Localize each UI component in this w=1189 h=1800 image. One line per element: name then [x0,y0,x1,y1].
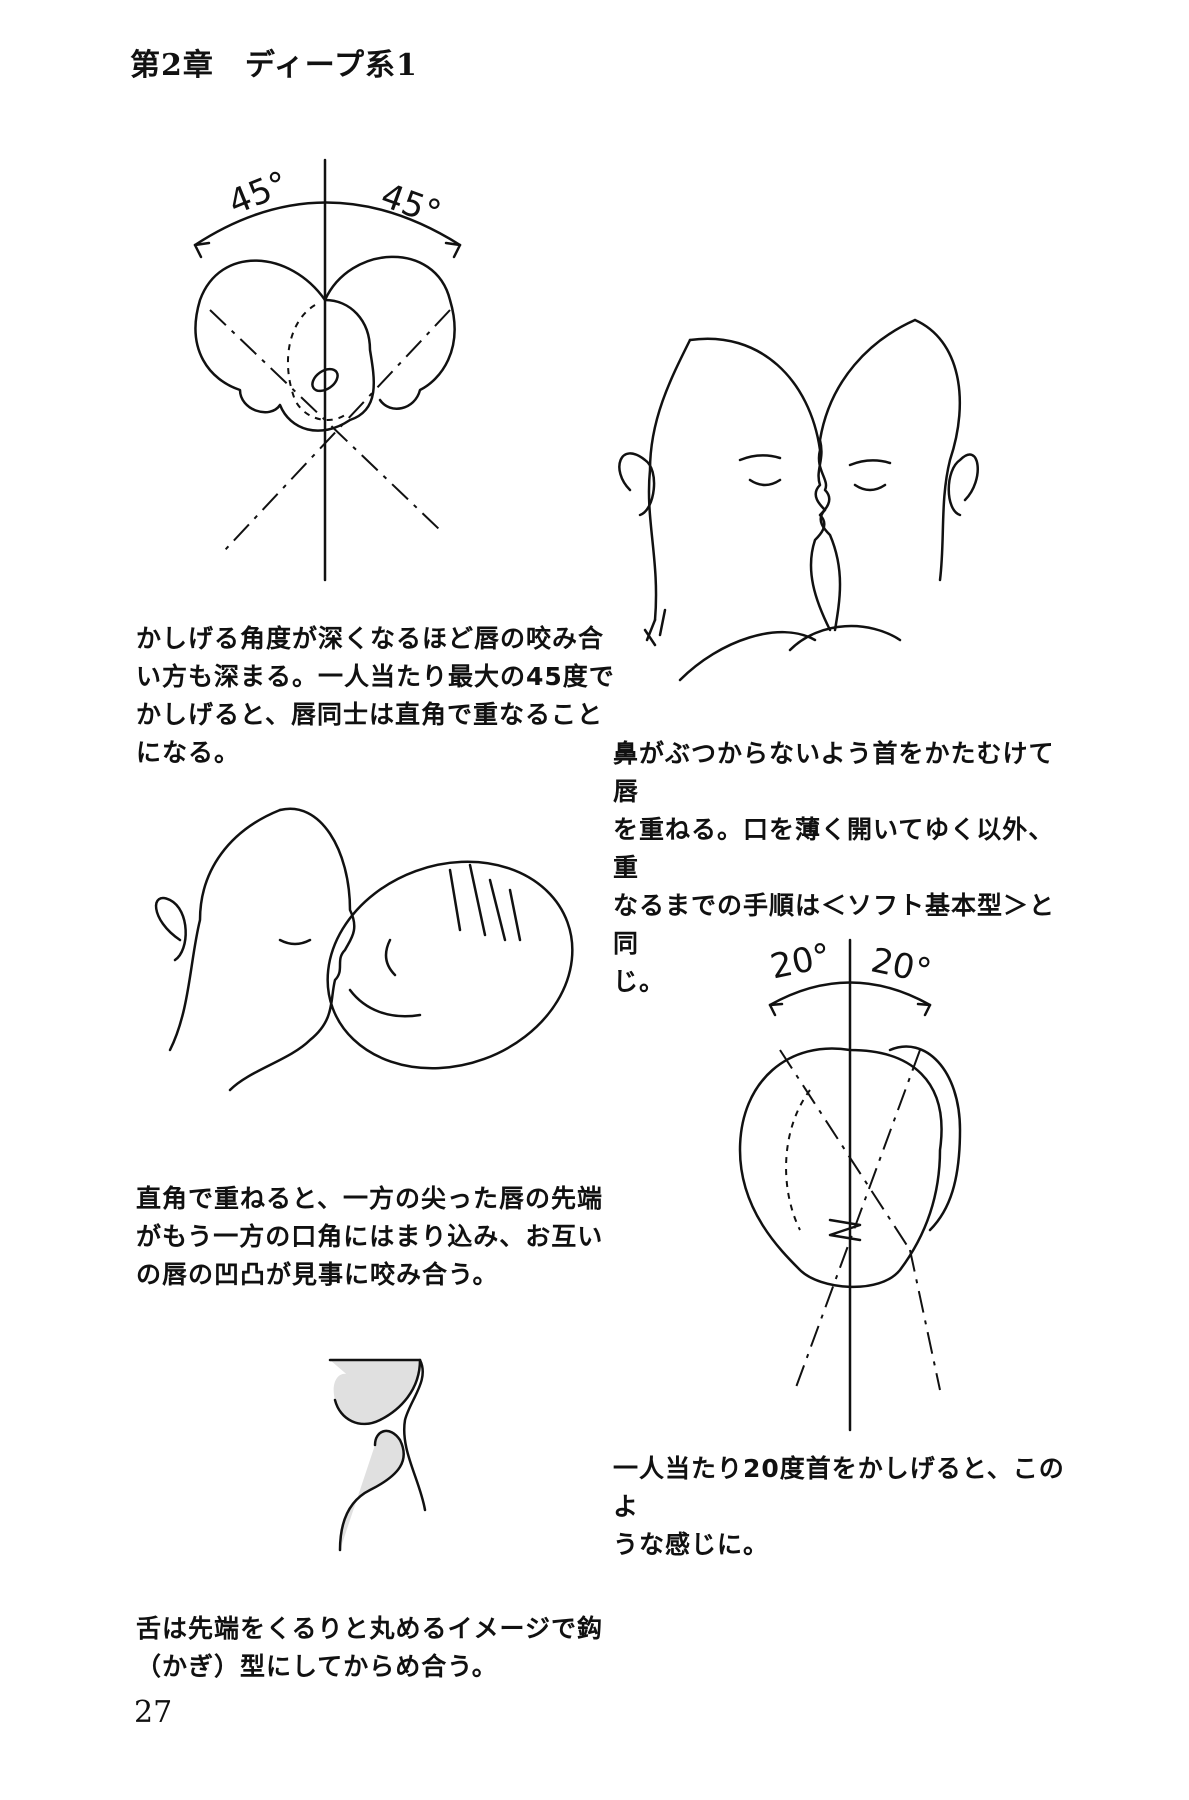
caption-20-degree-tilt: 一人当たり20度首をかしげると、このよ うな感じに。 [613,1454,1065,1559]
figure-right-angle-kiss [154,807,574,1092]
angle-label-left: 20° [767,936,834,988]
figure-back-view-20deg: 20° 20° [738,936,962,1432]
figure-side-kiss [618,318,979,682]
figure-tongue-hook [328,1358,427,1552]
chapter-header: 第2章 ディープ系1 [130,48,418,83]
caption-angle-depth: かしげる角度が深くなるほど唇の咬み合 い方も深まる。一人当たり最大の45度で か… [136,624,615,767]
figure-top-view-45deg: 45° 45° [193,158,462,582]
angle-label-left: 45° [223,164,294,224]
caption-tilt-head: 鼻がぶつからないよう首をかたむけて唇 を重ねる。口を薄く開いてゆく以外、重 なる… [613,739,1056,996]
caption-tongue: 舌は先端をくるりと丸めるイメージで鈎 （かぎ）型にしてからめ合う。 [136,1614,604,1681]
caption-right-angle: 直角で重ねると、一方の尖った唇の先端 がもう一方の口角にはまり込み、お互い の唇… [136,1184,604,1289]
angle-label-right: 45° [376,176,446,234]
page-number: 27 [134,1695,173,1730]
